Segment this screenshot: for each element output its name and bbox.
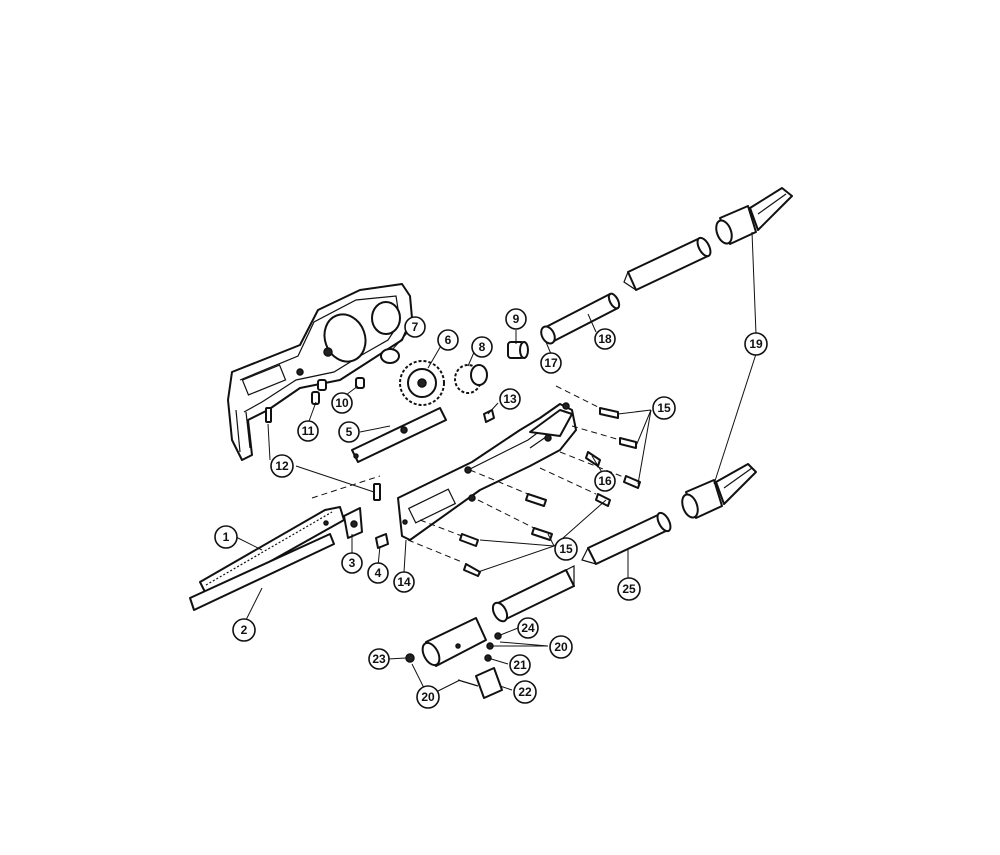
washer-part [380, 348, 400, 364]
lock-knob [457, 667, 503, 699]
callout-15-lower: 15 [554, 537, 578, 561]
lower-end-grip [681, 463, 757, 519]
svg-text:9: 9 [513, 312, 520, 326]
svg-text:22: 22 [518, 685, 532, 699]
blade-clamp-part [343, 507, 363, 539]
upper-end-grip [715, 187, 793, 245]
svg-text:19: 19 [749, 337, 763, 351]
svg-text:15: 15 [657, 401, 671, 415]
assembly-lines [311, 385, 627, 563]
svg-text:5: 5 [346, 425, 353, 439]
callout-3: 3 [341, 552, 363, 574]
callout-15-upper: 15 [652, 396, 676, 420]
svg-text:4: 4 [375, 566, 382, 580]
svg-text:20: 20 [554, 640, 568, 654]
callout-14: 14 [393, 571, 415, 593]
svg-text:2: 2 [241, 623, 248, 637]
svg-text:18: 18 [598, 332, 612, 346]
svg-text:17: 17 [544, 356, 558, 370]
svg-text:8: 8 [479, 340, 486, 354]
svg-text:3: 3 [349, 556, 356, 570]
clamp-screw-part [375, 533, 389, 549]
svg-text:23: 23 [372, 652, 386, 666]
upper-extension-tube [540, 292, 621, 345]
svg-text:16: 16 [598, 474, 612, 488]
callout-23: 23 [368, 648, 390, 670]
svg-text:15: 15 [559, 542, 573, 556]
svg-text:20: 20 [421, 690, 435, 704]
callout-4: 4 [367, 562, 389, 584]
callout-20-right: 20 [549, 635, 573, 659]
connecting-bar-part [351, 407, 447, 463]
gearbox-housing-half [227, 283, 413, 461]
svg-text:14: 14 [397, 575, 411, 589]
callout-11: 11 [297, 420, 319, 442]
middle-pole-tube [491, 565, 575, 623]
callout-5: 5 [338, 421, 360, 443]
svg-text:1: 1 [223, 530, 230, 544]
callout-12: 12 [270, 454, 294, 478]
svg-text:25: 25 [622, 582, 636, 596]
svg-text:13: 13 [503, 392, 517, 406]
callout-25: 25 [617, 577, 641, 601]
callout-24: 24 [517, 617, 539, 639]
svg-text:21: 21 [513, 658, 527, 672]
svg-text:11: 11 [302, 424, 315, 438]
callout-17: 17 [540, 352, 562, 374]
callout-6: 6 [437, 329, 459, 351]
callout-7: 7 [404, 316, 426, 338]
svg-text:6: 6 [445, 333, 452, 347]
blade-guard-part [189, 533, 335, 611]
callout-2: 2 [232, 618, 256, 642]
callout-8: 8 [471, 336, 493, 358]
callout-21: 21 [509, 654, 531, 676]
callout-18: 18 [594, 328, 616, 350]
svg-text:10: 10 [335, 396, 349, 410]
callout-20-bottom: 20 [416, 685, 440, 709]
callout-22: 22 [513, 680, 537, 704]
housing-cover-part [397, 402, 577, 541]
callout-16: 16 [594, 470, 616, 492]
callout-1: 1 [214, 525, 238, 549]
callout-10: 10 [331, 392, 353, 414]
svg-text:7: 7 [412, 320, 419, 334]
pinion-part [454, 364, 488, 394]
pin-parts [265, 377, 381, 501]
lower-pole-tube [581, 511, 672, 565]
coupler-part [507, 341, 529, 359]
svg-text:12: 12 [275, 459, 289, 473]
upper-pole-tube [623, 236, 712, 291]
svg-text:24: 24 [521, 621, 535, 635]
drive-gear-part [399, 360, 445, 406]
lock-sleeve [421, 617, 487, 667]
callout-13: 13 [499, 388, 521, 410]
callout-19: 19 [744, 332, 768, 356]
callout-9: 9 [505, 308, 527, 330]
